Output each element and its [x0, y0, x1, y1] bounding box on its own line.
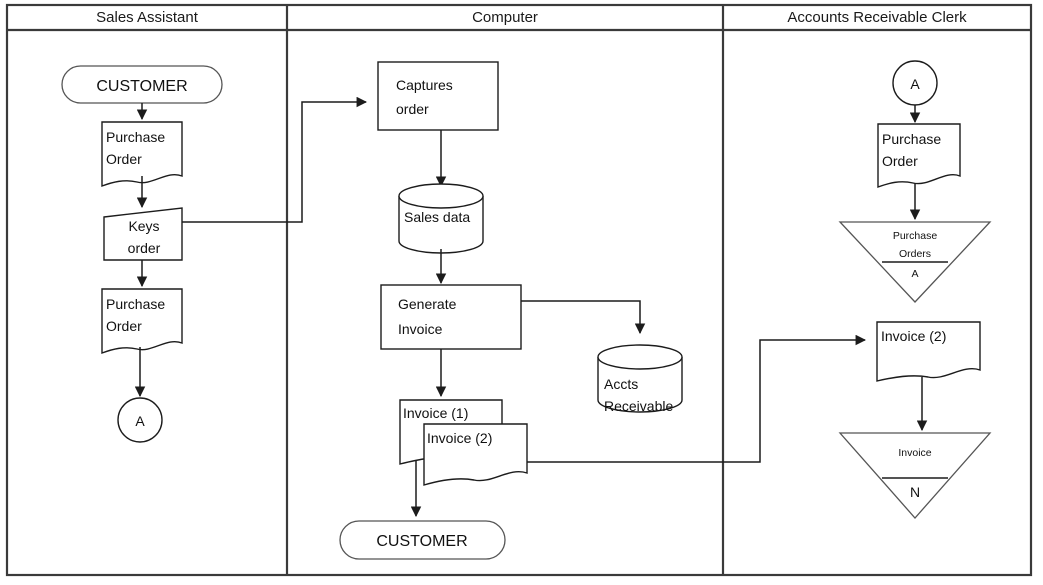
flow-keys-order-to-captures-order	[182, 96, 368, 223]
node-captures-order-line2: order	[396, 101, 429, 117]
node-accts-receivable[interactable]	[597, 344, 683, 413]
node-keys-order-line2: order	[128, 240, 161, 256]
node-invoice-2-computer[interactable]	[423, 423, 528, 486]
node-generate-invoice-line1: Generate	[398, 296, 457, 312]
node-file-invoice-line1: Invoice	[898, 447, 931, 459]
node-file-invoice-sort-key: N	[910, 484, 920, 500]
node-purchase-order-3-line2: Order	[882, 153, 918, 169]
node-connector-a-out[interactable]	[117, 397, 163, 443]
node-generate-invoice-line2: Invoice	[398, 321, 443, 337]
node-invoice-2-computer-label: Invoice (2)	[427, 430, 492, 446]
node-generate-invoice[interactable]	[380, 284, 522, 350]
node-customer-start-label: CUSTOMER	[96, 78, 187, 95]
node-customer-end-label: CUSTOMER	[376, 533, 467, 550]
node-accts-receivable-line1: Accts	[604, 376, 638, 392]
node-invoice-2-clerk[interactable]	[876, 321, 981, 382]
node-purchase-order-2-line2: Order	[106, 318, 142, 334]
diagram-frame	[5, 3, 1033, 577]
node-customer-end[interactable]	[339, 520, 506, 560]
node-keys-order[interactable]	[103, 207, 183, 261]
node-sales-data-label: Sales data	[404, 209, 470, 225]
flow-invoice-2-to-clerk	[527, 334, 867, 463]
node-purchase-order-3-line1: Purchase	[882, 131, 941, 147]
node-purchase-order-1-line2: Order	[106, 151, 142, 167]
node-purchase-order-1[interactable]	[101, 121, 183, 187]
node-purchase-order-2[interactable]	[101, 288, 183, 354]
node-connector-a-out-label: A	[135, 413, 145, 429]
node-keys-order-line1: Keys	[128, 218, 159, 234]
node-file-purchase-orders-line1: Purchase	[893, 230, 938, 242]
lane-header-sales-assistant: Sales Assistant	[96, 9, 199, 26]
node-captures-order[interactable]	[377, 61, 499, 131]
node-file-purchase-orders-sort-key: A	[911, 268, 918, 280]
node-sales-data[interactable]	[398, 183, 484, 254]
node-file-purchase-orders-line2: Orders	[899, 248, 931, 260]
node-accts-receivable-line2: Receivable	[604, 398, 673, 414]
node-captures-order-line1: Captures	[396, 77, 453, 93]
node-invoice-1-label: Invoice (1)	[403, 405, 468, 421]
node-purchase-order-2-line1: Purchase	[106, 296, 165, 312]
node-purchase-order-3[interactable]	[877, 123, 961, 188]
lane-header-computer: Computer	[472, 9, 538, 26]
node-purchase-order-1-line1: Purchase	[106, 129, 165, 145]
node-file-invoice[interactable]	[838, 432, 992, 519]
node-invoice-2-clerk-label: Invoice (2)	[881, 328, 946, 344]
flow-generate-invoice-to-accts-receivable	[521, 300, 646, 335]
lane-header-accounts-receivable-clerk: Accounts Receivable Clerk	[787, 9, 967, 26]
node-connector-a-in-label: A	[910, 76, 920, 92]
